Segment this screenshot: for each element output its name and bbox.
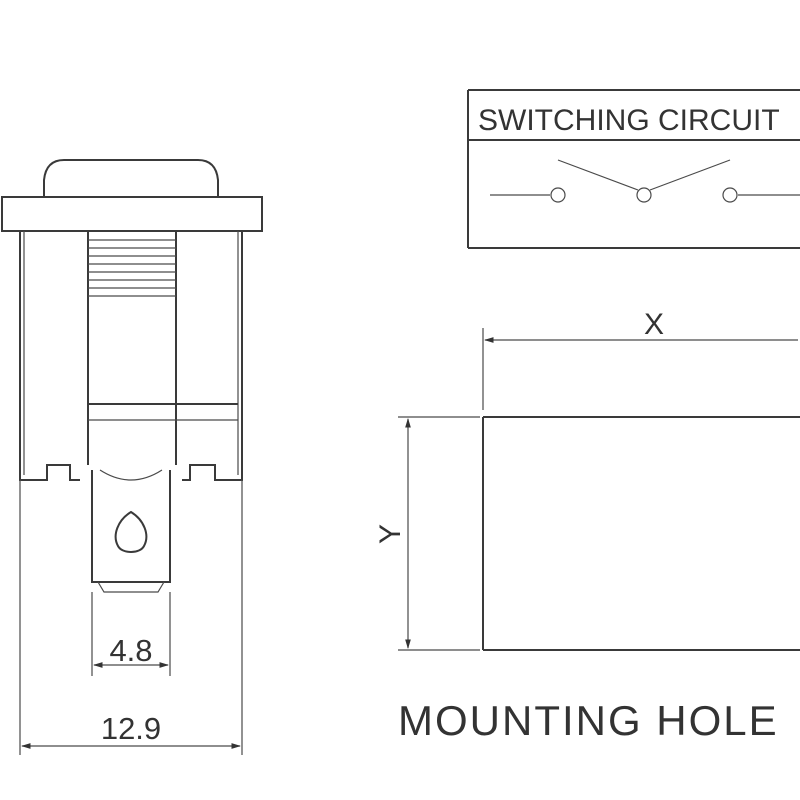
body-outline — [19, 231, 80, 481]
terminal-hole — [114, 510, 148, 553]
dim-terminal-label: 4.8 — [109, 633, 152, 668]
switch-symbol — [490, 159, 800, 203]
dimension-terminal-width: 4.8 — [91, 592, 171, 676]
terminal — [91, 470, 171, 583]
y-dim-label: Y — [374, 524, 407, 544]
circuit-title: SWITCHING CIRCUIT — [478, 104, 780, 137]
dimension-body-width: 12.9 — [19, 480, 243, 755]
mounting-title: MOUNTING HOLE — [398, 697, 779, 744]
flange — [1, 196, 263, 232]
actuator-cap — [43, 159, 219, 197]
switching-circuit-box: SWITCHING CIRCUIT — [467, 89, 800, 249]
dim-body-label: 12.9 — [101, 711, 161, 746]
switch-side-view — [1, 159, 263, 593]
x-dim-label: X — [644, 308, 664, 341]
mounting-hole-drawing: X Y MOUNTING HOLE — [374, 308, 800, 744]
body-ribs — [88, 239, 176, 297]
